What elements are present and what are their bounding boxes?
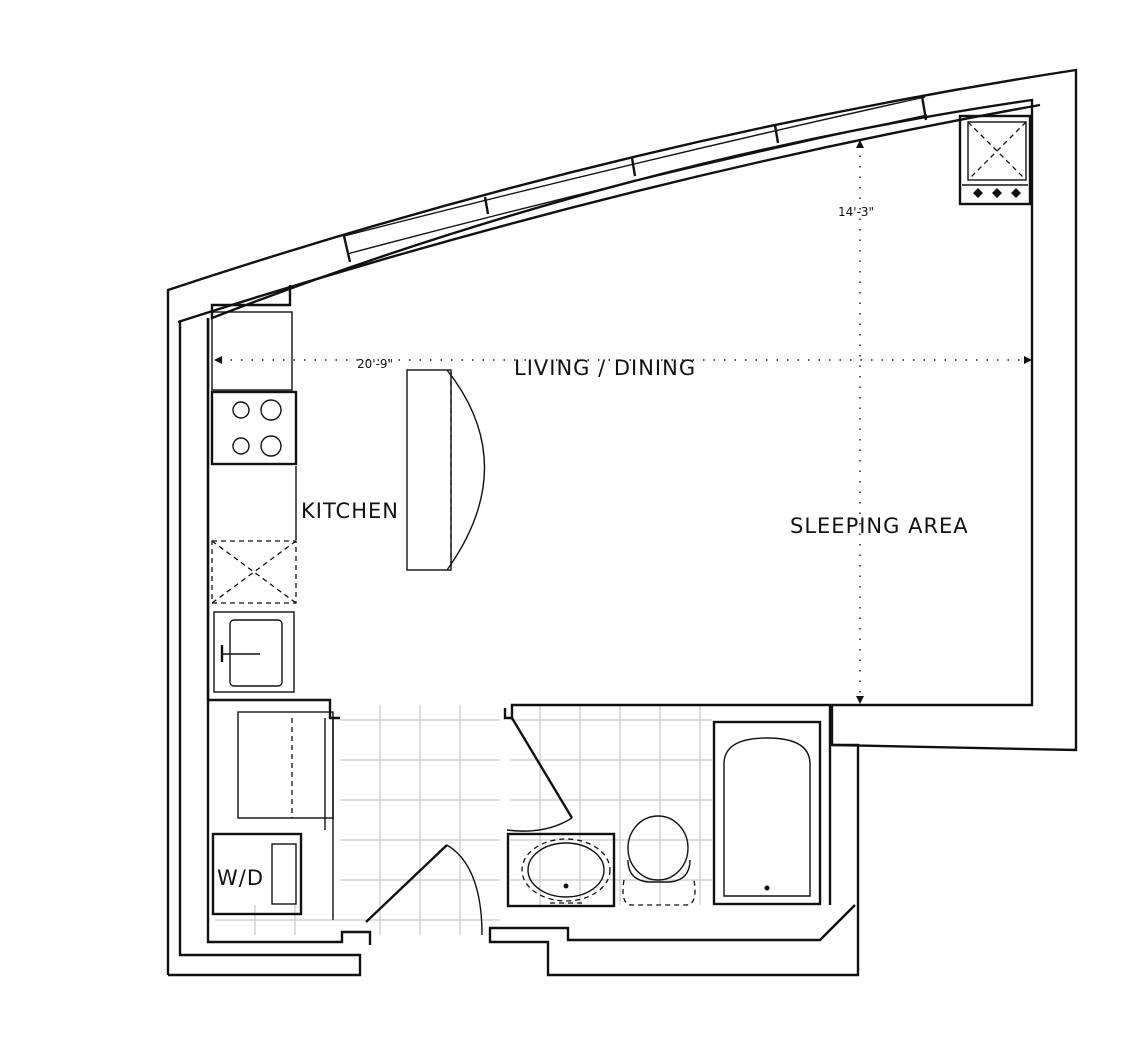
toilet: [622, 815, 696, 906]
closet: [237, 711, 334, 920]
sleeping-area-label: SLEEPING AREA: [790, 514, 969, 538]
washer-dryer: [211, 832, 303, 916]
entry-door: [365, 844, 483, 936]
washer-dryer-label: W/D: [217, 866, 264, 890]
living-dining-label: LIVING / DINING: [514, 356, 696, 380]
vanity-sink: [506, 832, 616, 908]
width-dimension-label: 20'-9": [357, 357, 393, 371]
depth-dimension-line: [856, 140, 864, 704]
window-band: [342, 95, 928, 263]
bathroom-door: [506, 717, 574, 832]
width-dimension-line: [214, 356, 1032, 364]
kitchen-label: KITCHEN: [301, 499, 399, 523]
kitchen-island: [406, 369, 486, 571]
bathroom-floor-tiles: [510, 705, 712, 905]
kitchen-counter: [210, 311, 298, 693]
depth-dimension-label: 14'-3": [838, 205, 874, 219]
laundry-floor-tiles: [215, 705, 500, 935]
bathtub: [712, 720, 822, 906]
hvac-unit: [958, 114, 1032, 206]
exterior-walls: [166, 68, 1078, 977]
